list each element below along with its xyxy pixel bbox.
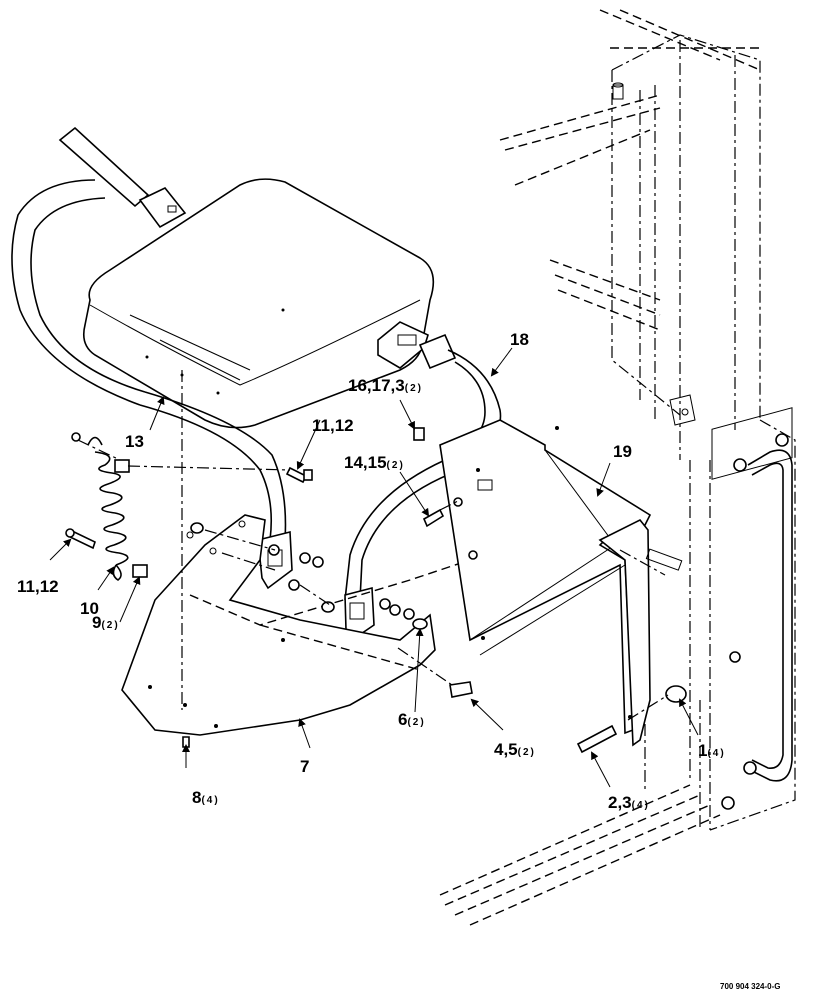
mounting-box: [439, 419, 652, 747]
hardware: [65, 427, 741, 754]
callout-18: 18: [510, 330, 529, 349]
figure-reference-code: 700 904 324-0-G: [720, 982, 781, 991]
callout-1: 1(4): [698, 741, 726, 760]
callout-11-12-upper: 11,12: [312, 416, 354, 435]
callout-16-17-3: 16,17,3(2): [348, 376, 423, 395]
callout-14-15: 14,15(2): [344, 453, 405, 472]
callout-11-12-lower: 11,12: [17, 577, 59, 596]
cab-frame: [439, 9, 796, 926]
callout-13: 13: [125, 432, 144, 451]
grab-handle: [711, 407, 793, 810]
callout-9: 9(2): [92, 613, 120, 632]
callout-10: 10: [80, 599, 99, 618]
seat-cushion: [82, 178, 435, 429]
callout-4-5: 4,5(2): [494, 740, 536, 759]
leader-lines: [49, 347, 699, 788]
callouts: 1(4) 2,3(4) 4,5(2) 6(2) 7 8(4) 9(2) 10 1…: [17, 330, 781, 991]
callout-6: 6(2): [398, 710, 426, 729]
mount-plate: [121, 370, 531, 736]
callout-7: 7: [300, 757, 309, 776]
seat-belt-left: [11, 126, 293, 590]
callout-8: 8(4): [192, 788, 220, 807]
spring: [87, 436, 129, 581]
callout-19: 19: [613, 442, 632, 461]
callout-2-3: 2,3(4): [608, 793, 650, 812]
